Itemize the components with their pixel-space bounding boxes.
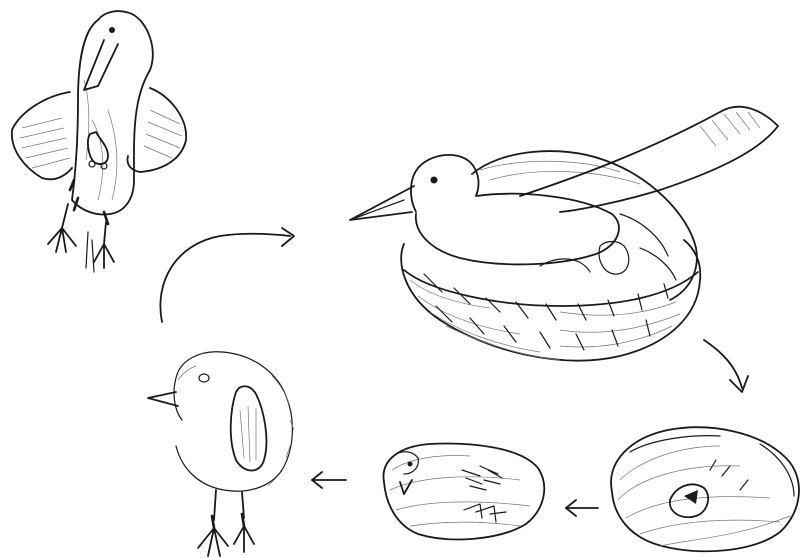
adult-bird-drawing — [12, 11, 186, 272]
hatchling-drawing — [383, 444, 544, 540]
hatching-egg-drawing — [611, 427, 799, 551]
arrow-adult-to-nest — [160, 228, 294, 322]
arrow-egg-to-hatchling — [566, 500, 598, 516]
nesting-bird-drawing — [350, 107, 778, 361]
arrow-nest-to-egg — [704, 340, 748, 392]
arrow-hatchling-to-juvenile — [312, 472, 346, 488]
young-bird-drawing — [148, 352, 294, 556]
